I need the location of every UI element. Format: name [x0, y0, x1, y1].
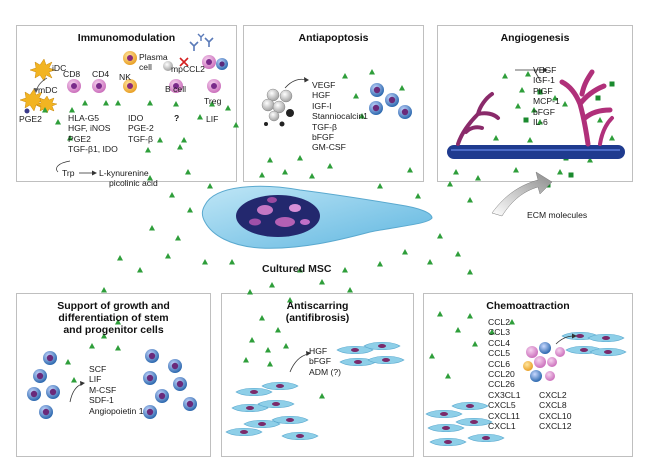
plasma-label-part: cell [139, 62, 152, 72]
factor-item: CCL6 [488, 358, 510, 369]
factor-item: HGF [312, 90, 331, 101]
factor-item: SDF-1 [89, 395, 114, 406]
factor-item: CXCL8 [539, 400, 567, 411]
support-graphics [27, 319, 197, 419]
factor-item: MCP-1 [533, 96, 560, 107]
antiscarring-factor-list: HGF bFGF ADM (?) [309, 346, 341, 377]
trp-label: Trp [62, 168, 75, 178]
support-panel [16, 293, 211, 457]
support-title-line: Support of growth and [57, 300, 170, 312]
factor-item: LIF [89, 374, 102, 385]
idc-label: iDC [52, 63, 67, 73]
support-title-line: differentiation of stem [58, 312, 169, 324]
msc-cell [201, 185, 433, 249]
bcell-label: B cell [165, 84, 187, 94]
factor-item: CXCL11 [488, 410, 520, 421]
chemo-factor-list-right: CXCL2 CXCL8 CXCL10 CXCL12 [539, 390, 571, 432]
nk-factor-list: IDO PGE-2 TGF-β [128, 113, 154, 144]
antiapoptosis-title: Antiapoptosis [298, 32, 369, 44]
factor-item: VEGF [312, 80, 336, 90]
factor-item: IL-6 [533, 117, 548, 128]
chemoattraction-title: Chemoattraction [486, 300, 570, 312]
factor-item: TGF-β1, IDO [68, 144, 118, 155]
factor-item: GM-CSF [312, 142, 346, 153]
factor-item: CX3CL1 [488, 389, 521, 400]
pge2-label: PGE2 [19, 114, 42, 124]
antiscarring-title-line: (antifibrosis) [285, 312, 350, 324]
factor-item: Stanniocalcin1 [312, 111, 368, 122]
ecm-arrow [491, 171, 553, 217]
factor-item: CCL5 [488, 348, 510, 359]
factor-item: HLA-G5 [68, 113, 100, 123]
factor-item: CCL2 [488, 317, 510, 327]
factor-item: CCL3 [488, 327, 510, 338]
factor-item: PlGF [533, 85, 553, 96]
nk-label: NK [119, 72, 131, 82]
factor-item: PGE2 [68, 133, 91, 144]
factor-item: CXCL2 [539, 390, 567, 400]
treg-label: Treg [204, 96, 222, 106]
factor-item: CXCL12 [539, 421, 572, 432]
msc-label: Cultured MSC [262, 263, 332, 275]
factor-item: PGE-2 [128, 123, 154, 134]
cd8-label: CD8 [63, 69, 81, 79]
mdc-label: mDC [38, 85, 58, 95]
factor-item: bFGF [309, 356, 331, 367]
factor-item: Angiopoietin 1 [89, 405, 144, 416]
factor-item: ADM (?) [309, 366, 341, 377]
antiscarring-graphics [225, 315, 405, 441]
antiapoptosis-factor-list: VEGF HGF IGF-I Stanniocalcin1 TGF-β bFGF… [312, 80, 368, 153]
ecm-label: ECM molecules [527, 210, 588, 220]
factor-item: TGF-β [312, 121, 337, 132]
antiscarring-title: Antiscarring (antifibrosis) [221, 300, 414, 324]
chemo-factor-list-left: CCL2 CCL3 CCL4 CCL5 CCL6 CCL20 CCL26 CX3… [488, 317, 520, 431]
factor-item: bFGF [533, 106, 555, 117]
factor-item: CXCL1 [488, 421, 516, 432]
support-title-line: and progenitor cells [63, 324, 164, 336]
immunomodulation-title: Immunomodulation [77, 32, 176, 44]
factor-item: HGF [309, 346, 328, 356]
lif-label: LIF [206, 114, 219, 124]
plasma-label-part: Plasma [139, 52, 168, 62]
cd8-factor-list: HLA-G5 HGF, iNOS PGE2 TGF-β1, IDO [68, 113, 118, 155]
angiogenesis-title: Angiogenesis [500, 32, 570, 44]
factor-item: VEGF [533, 65, 557, 75]
factor-item: HGF, iNOS [68, 123, 111, 134]
factor-item: picolinic acid [109, 178, 158, 189]
factor-item: SCF [89, 364, 107, 374]
angiogenesis-factor-list: VEGF IGF-1 PlGF MCP-1 bFGF IL-6 [533, 65, 560, 127]
factor-item: IDO [128, 113, 144, 123]
support-factor-list: SCF LIF M-CSF SDF-1 Angiopoietin 1 [89, 364, 143, 416]
factor-item: CXCL10 [539, 410, 572, 421]
angiogenesis-graphics [447, 67, 625, 175]
immuno-graphics [19, 33, 228, 176]
unknown-label: ? [174, 113, 180, 123]
factor-item: CCL4 [488, 337, 510, 348]
factor-item: CXCL5 [488, 400, 516, 411]
factor-item: CCL20 [488, 369, 515, 380]
factor-item: bFGF [312, 132, 334, 143]
factor-item: TGF-β [128, 133, 153, 144]
support-title: Support of growth and differentiation of… [16, 300, 211, 336]
msc-nucleus [236, 195, 320, 237]
mpccl2-label: mpCCL2 [171, 64, 205, 74]
kynurenine-list: L-kynurenine picolinic acid [99, 168, 158, 189]
factor-item: IGF-I [312, 100, 332, 111]
antiscarring-title-line: Antiscarring [286, 300, 349, 312]
factor-item: L-kynurenine [99, 168, 149, 178]
factor-item: IGF-1 [533, 75, 555, 86]
chemoattraction-graphics [425, 311, 627, 447]
factor-item: M-CSF [89, 384, 117, 395]
factor-item: CCL26 [488, 379, 515, 390]
antiapoptosis-graphics [261, 69, 412, 127]
cd4-label: CD4 [92, 69, 110, 79]
